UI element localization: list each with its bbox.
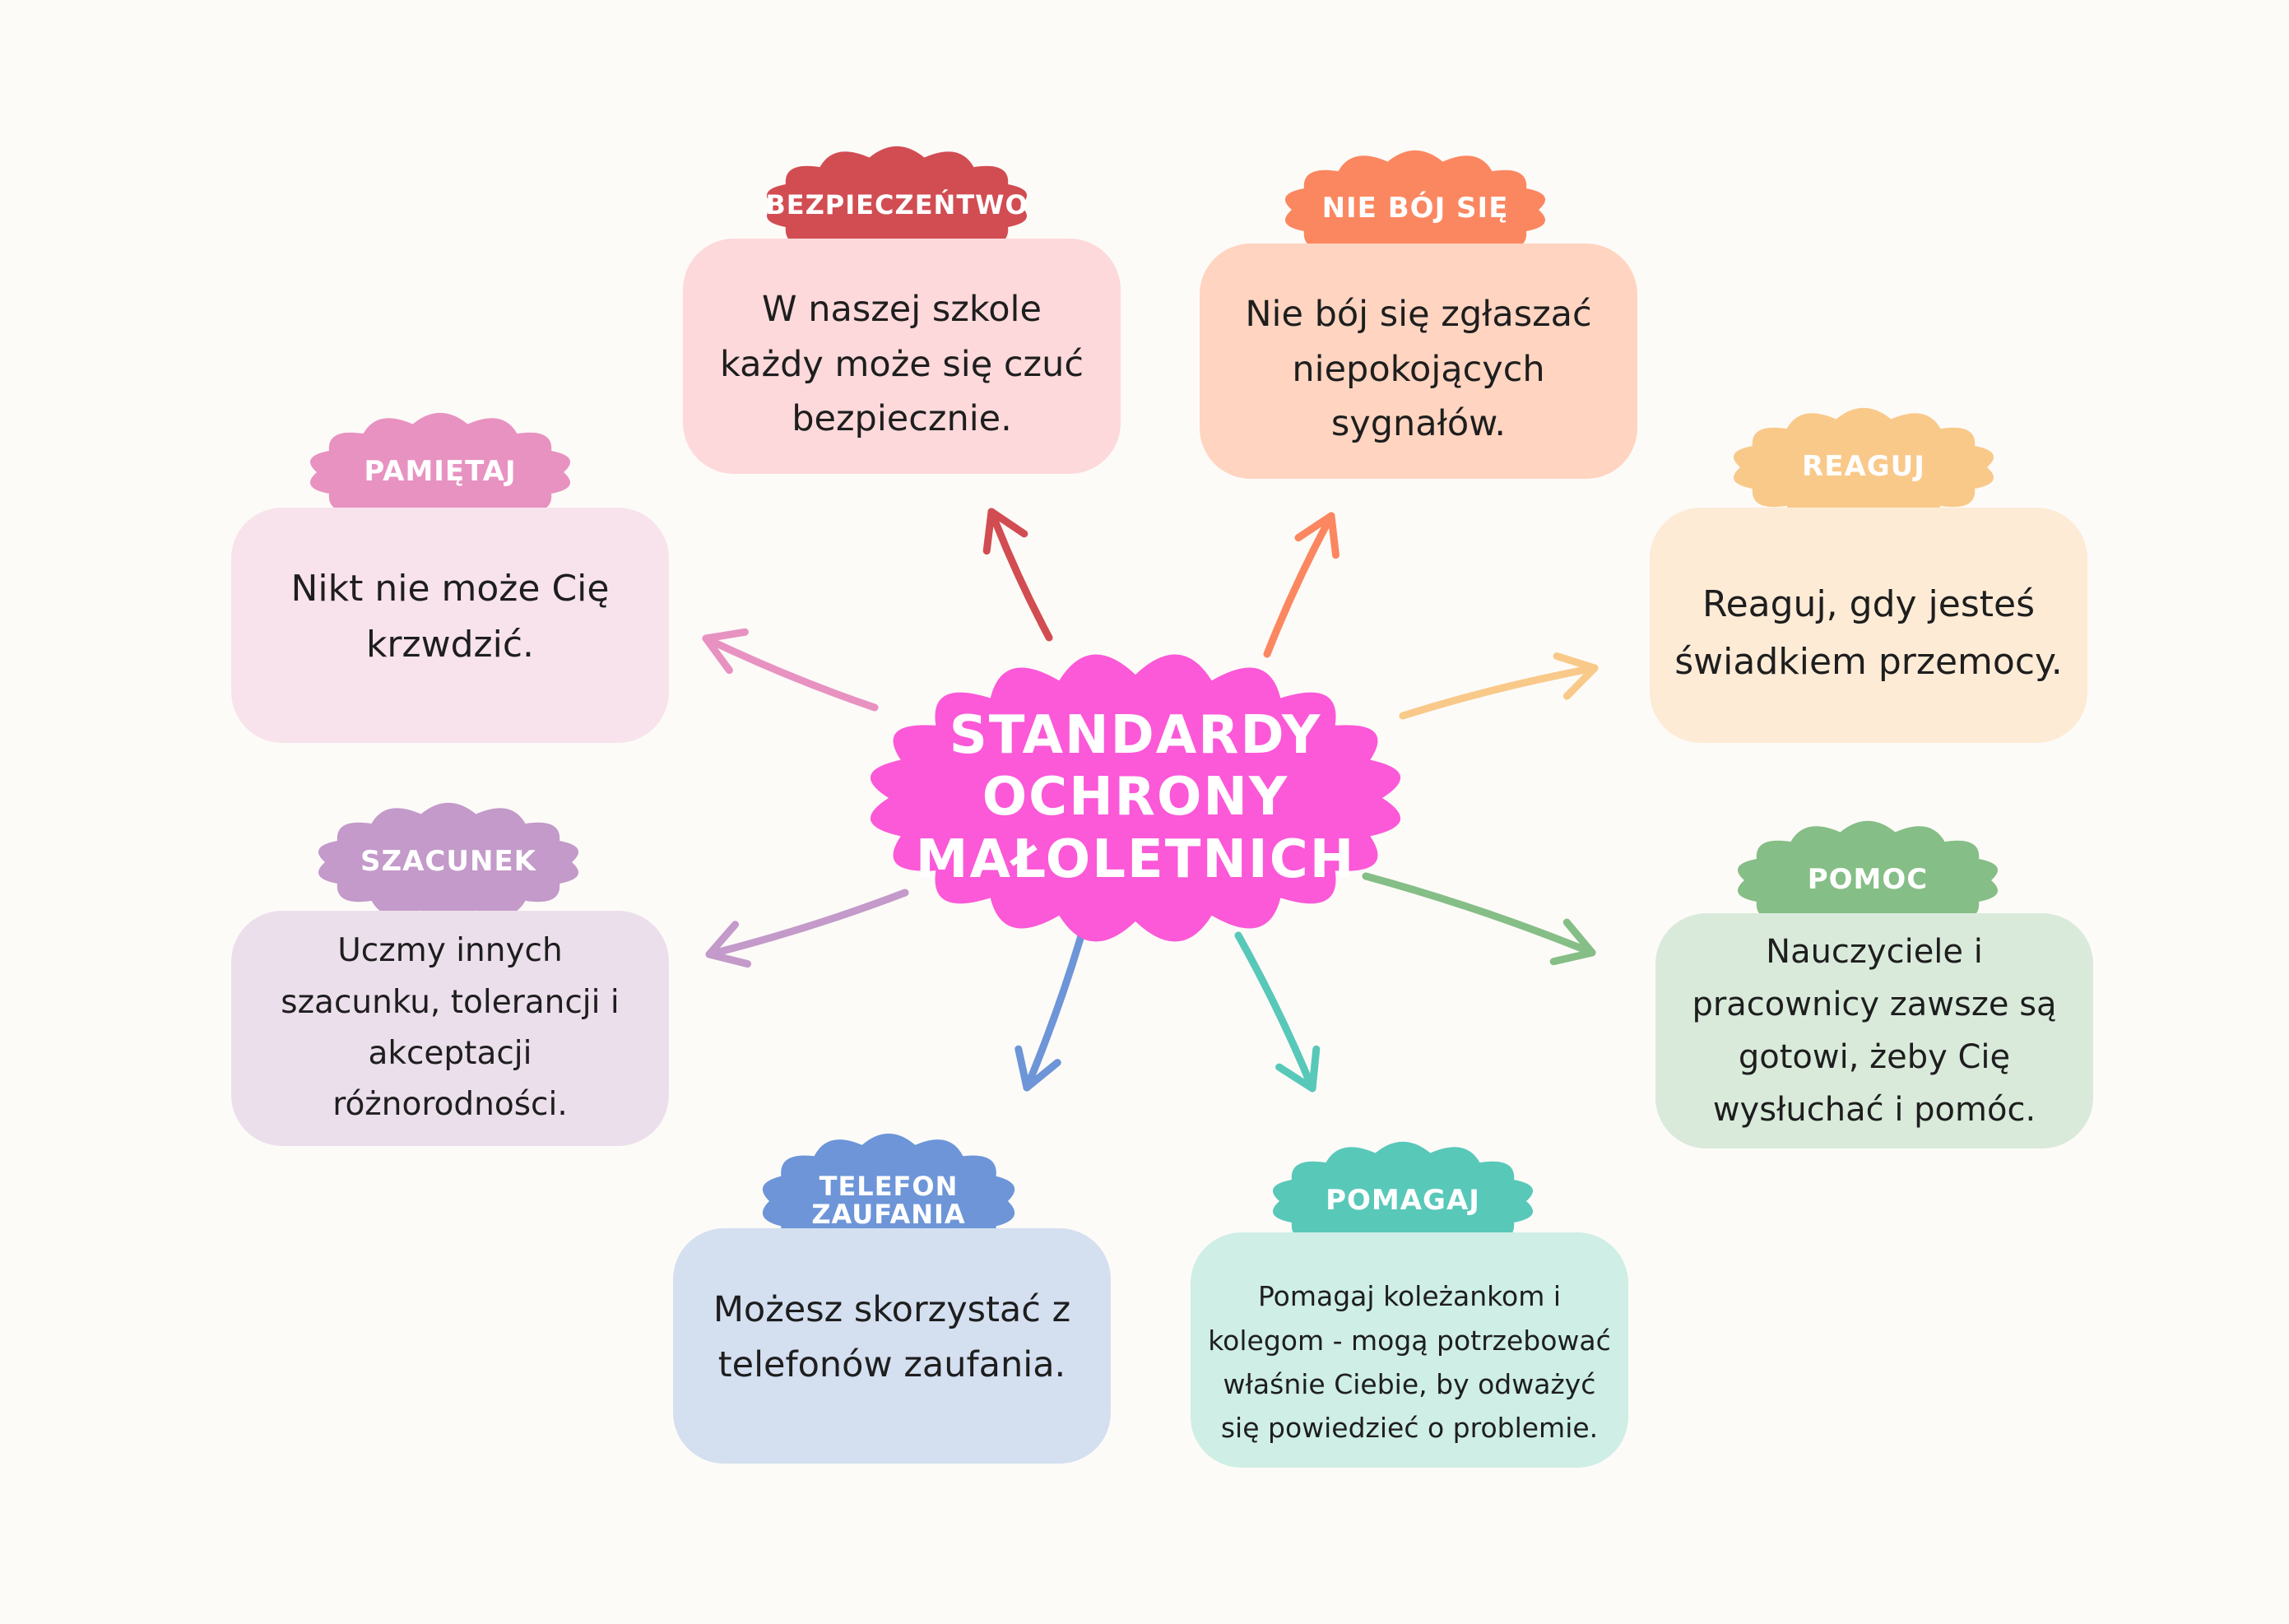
- label-pomoc: POMOC: [1807, 863, 1929, 897]
- card-text-pamietaj: Nikt nie może Cię krzwdzić.: [290, 567, 610, 666]
- card-nie-boj-sie: Nie bój się zgłaszać niepokojących sygna…: [1200, 244, 1637, 479]
- label-reaguj: REAGUJ: [1802, 450, 1925, 484]
- arrow-reaguj: [1399, 652, 1599, 720]
- arrow-szacunek: [705, 889, 909, 968]
- card-telefon-zaufania: Możesz skorzystać z telefonów zaufania.: [673, 1228, 1111, 1464]
- label-cloud-nie-boj-sie: [1284, 150, 1546, 270]
- card-bezpieczenstwo: W naszej szkole każdy może się czuć bezp…: [683, 239, 1121, 474]
- card-text-bezpieczenstwo: W naszej szkole każdy może się czuć bezp…: [720, 289, 1084, 440]
- label-pomagaj: POMAGAJ: [1326, 1184, 1480, 1218]
- card-text-nie-boj-sie: Nie bój się zgłaszać niepokojących sygna…: [1245, 294, 1592, 445]
- arrow-pomoc: [1362, 872, 1596, 966]
- label-cloud-pomoc: [1737, 820, 1999, 940]
- label-cloud-reaguj: [1733, 407, 1994, 527]
- card-reaguj: Reaguj, gdy jesteś świadkiem przemocy.: [1650, 508, 2087, 743]
- arrow-nie-boj-sie: [1263, 512, 1340, 658]
- label-pamietaj: PAMIĘTAJ: [364, 455, 517, 489]
- label-nie-boj-sie: NIE BÓJ SIĘ: [1321, 192, 1509, 225]
- label-szacunek: SZACUNEK: [360, 845, 537, 879]
- card-text-pomagaj: Pomagaj koleżankom i kolegom - mogą potr…: [1208, 1280, 1611, 1445]
- card-text-szacunek: Uczmy innych szacunku, tolerancji i akce…: [281, 932, 620, 1124]
- label-bezpieczenstwo: BEZPIECZEŃTWO: [765, 189, 1028, 221]
- center-title: STANDARDY OCHRONY MAŁOLETNICH: [915, 704, 1356, 890]
- arrow-bezpieczenstwo: [982, 508, 1053, 642]
- arrow-pomagaj: [1234, 931, 1321, 1093]
- arrow-pamietaj: [702, 628, 879, 712]
- label-cloud-pamietaj: [309, 412, 571, 532]
- card-szacunek: Uczmy innych szacunku, tolerancji i akce…: [231, 911, 669, 1146]
- label-cloud-bezpieczenstwo: [766, 146, 1028, 266]
- card-text-reaguj: Reaguj, gdy jesteś świadkiem przemocy.: [1674, 582, 2063, 683]
- card-pomoc: Nauczyciele i pracownicy zawsze są gotow…: [1655, 913, 2093, 1148]
- label-cloud-szacunek: [318, 802, 579, 922]
- label-telefon-zaufania: TELEFON ZAUFANIA: [811, 1171, 966, 1230]
- card-pomagaj: Pomagaj koleżankom i kolegom - mogą potr…: [1191, 1232, 1628, 1468]
- card-text-pomoc: Nauczyciele i pracownicy zawsze są gotow…: [1692, 933, 2057, 1129]
- label-cloud-pomagaj: [1272, 1141, 1534, 1261]
- card-text-telefon-zaufania: Możesz skorzystać z telefonów zaufania.: [713, 1289, 1071, 1385]
- card-pamietaj: Nikt nie może Cię krzwdzić.: [231, 508, 669, 743]
- center-cloud: [870, 654, 1401, 942]
